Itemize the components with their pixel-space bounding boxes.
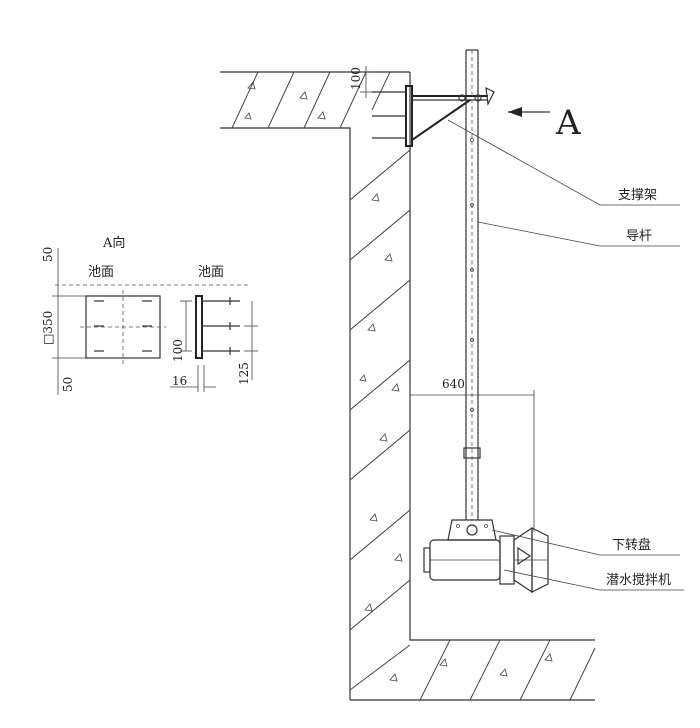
pool-surface-right: 池面 bbox=[198, 265, 224, 280]
callout-submersible-mixer: 潜水搅拌机 bbox=[503, 569, 684, 591]
support-frame bbox=[372, 85, 495, 147]
callout-support-frame-label: 支撑架 bbox=[618, 188, 657, 203]
callout-guide-rod: 导杆 bbox=[477, 221, 680, 247]
dim-50-bottom: 50 bbox=[61, 377, 75, 392]
dim-640: 640 bbox=[409, 377, 535, 532]
dim-100-top-label: 100 bbox=[349, 67, 363, 90]
dim-50-top: 50 bbox=[41, 247, 55, 262]
callout-lower-turntable-label: 下转盘 bbox=[612, 537, 651, 553]
dim-100: 100 bbox=[171, 339, 185, 362]
view-arrow-a: A bbox=[508, 103, 581, 143]
concrete-structure bbox=[220, 71, 596, 701]
view-a-title: A向 bbox=[102, 235, 125, 251]
view-a-detail: A向 池面 池面 bbox=[41, 235, 258, 395]
callout-guide-rod-label: 导杆 bbox=[626, 229, 652, 244]
callout-support-frame: 支撑架 bbox=[447, 119, 680, 206]
callout-submersible-mixer-label: 潜水搅拌机 bbox=[606, 572, 671, 588]
arrow-label: A bbox=[555, 103, 581, 143]
dim-16: 16 bbox=[172, 374, 187, 388]
pool-surface-left: 池面 bbox=[88, 265, 114, 280]
guide-rod bbox=[463, 49, 481, 520]
dim-100-top: 100 bbox=[349, 66, 372, 98]
dim-640-label: 640 bbox=[442, 377, 465, 391]
dim-350: □350 bbox=[41, 311, 55, 345]
submersible-mixer bbox=[423, 519, 549, 594]
dim-125: 125 bbox=[237, 362, 251, 385]
callout-lower-turntable: 下转盘 bbox=[491, 529, 680, 556]
